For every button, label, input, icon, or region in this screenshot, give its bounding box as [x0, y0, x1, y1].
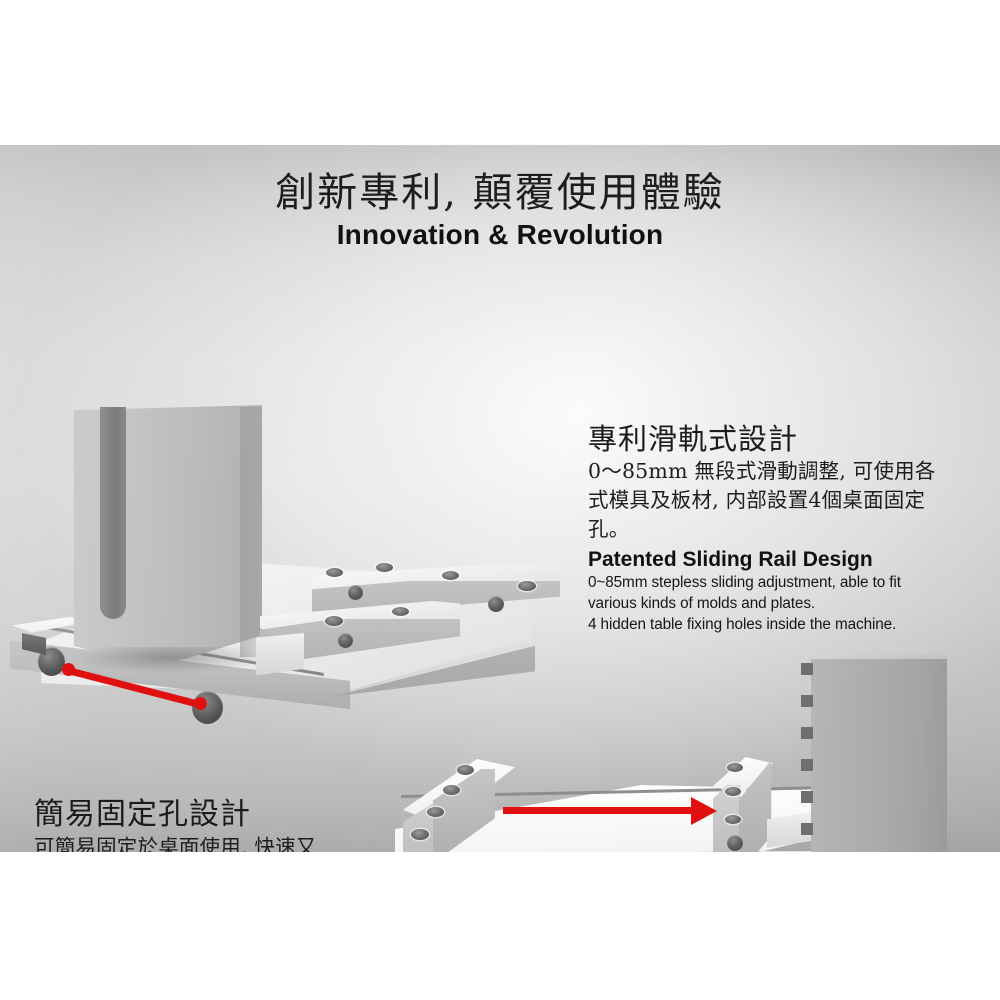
column-notch-4 [801, 759, 813, 771]
left-bracket-hole-3 [427, 807, 444, 817]
rail-hole-rear-side-1 [348, 585, 363, 600]
machine-base-with-sliding-rail-render [0, 395, 560, 760]
column-notch-3 [801, 727, 813, 739]
annotation-red-dot-end [194, 697, 207, 710]
middle-bracket-hole-2 [725, 787, 741, 796]
middle-bracket-hole-4 [727, 835, 743, 851]
left-bracket-hole-2 [443, 785, 460, 795]
rail-english-body: 0~85mm stepless sliding adjustment, able… [588, 573, 964, 635]
rail-hole-front-side-1 [338, 633, 353, 648]
left-step-shadow [22, 633, 46, 655]
annotation-red-arrow-shaft [503, 807, 693, 814]
column-notch-6 [801, 823, 813, 835]
rail-cn-line-3: 孔。 [588, 517, 630, 542]
rail-cn-line-1: 0～85mm 無段式滑動調整, 可使用各 [588, 458, 936, 483]
column-top-edge-highlight [811, 655, 947, 659]
notched-vertical-column [811, 655, 947, 852]
rail-english-heading: Patented Sliding Rail Design [588, 548, 873, 572]
left-bracket-hole-4 [411, 829, 429, 840]
fixing-chinese-heading: 簡易固定孔設計 [34, 797, 251, 832]
rail-en-line-1: 0~85mm stepless sliding adjustment, able… [588, 574, 901, 592]
column-notch-5 [801, 791, 813, 803]
column-base-shadow [74, 647, 264, 673]
rail-hole-rear-2 [376, 563, 393, 572]
column-notch-2 [801, 695, 813, 707]
page-title-chinese: 創新專利, 顛覆使用體驗 [275, 170, 725, 216]
rail-bar-front-endcap [256, 633, 304, 676]
column-groove [100, 407, 126, 619]
page-title: 創新專利, 顛覆使用體驗 Innovation & Revolution [0, 170, 1000, 251]
middle-bracket-hole-1 [727, 763, 743, 772]
vertical-column [73, 405, 262, 667]
middle-bracket-hole-3 [725, 815, 741, 824]
rail-hole-rear-3 [442, 571, 459, 580]
page-title-english: Innovation & Revolution [336, 218, 664, 250]
feature-block-sliding-rail: 專利滑軌式設計 0～85mm 無段式滑動調整, 可使用各 式模具及板材, 内部設… [588, 422, 964, 636]
rail-chinese-heading: 專利滑軌式設計 [588, 422, 799, 456]
rail-hole-front-2 [392, 607, 409, 616]
column-notch-1 [801, 663, 813, 675]
sliding-rail-bracket-render [395, 635, 1000, 852]
rail-hole-front-1 [325, 616, 343, 626]
column-right-shading [240, 407, 262, 657]
rail-hole-rear-1 [326, 568, 343, 577]
rail-en-line-3: 4 hidden table fixing holes inside the m… [588, 615, 897, 633]
fixing-cn-line-1: 可簡易固定於桌面使用, 快速又 [34, 835, 317, 852]
content-panel: 創新專利, 顛覆使用體驗 Innovation & Revolution 專利滑… [0, 145, 1000, 852]
annotation-red-dot-start [62, 663, 75, 676]
fixing-chinese-body: 可簡易固定於桌面使用, 快速又 兼具效能。 [34, 833, 394, 852]
rail-cn-line-2: 式模具及板材, 内部設置4個桌面固定 [588, 487, 926, 512]
rail-en-line-2: various kinds of molds and plates. [588, 595, 816, 613]
left-bracket-hole-1 [457, 765, 474, 775]
rail-hole-rear-side-2 [488, 596, 504, 612]
annotation-red-arrow-head [691, 797, 717, 825]
rail-chinese-body: 0～85mm 無段式滑動調整, 可使用各 式模具及板材, 内部設置4個桌面固定 … [588, 457, 964, 544]
feature-block-fixing-hole: 簡易固定孔設計 可簡易固定於桌面使用, 快速又 兼具效能。 Fixing hol… [34, 797, 394, 852]
rail-hole-rear-4 [518, 581, 536, 591]
